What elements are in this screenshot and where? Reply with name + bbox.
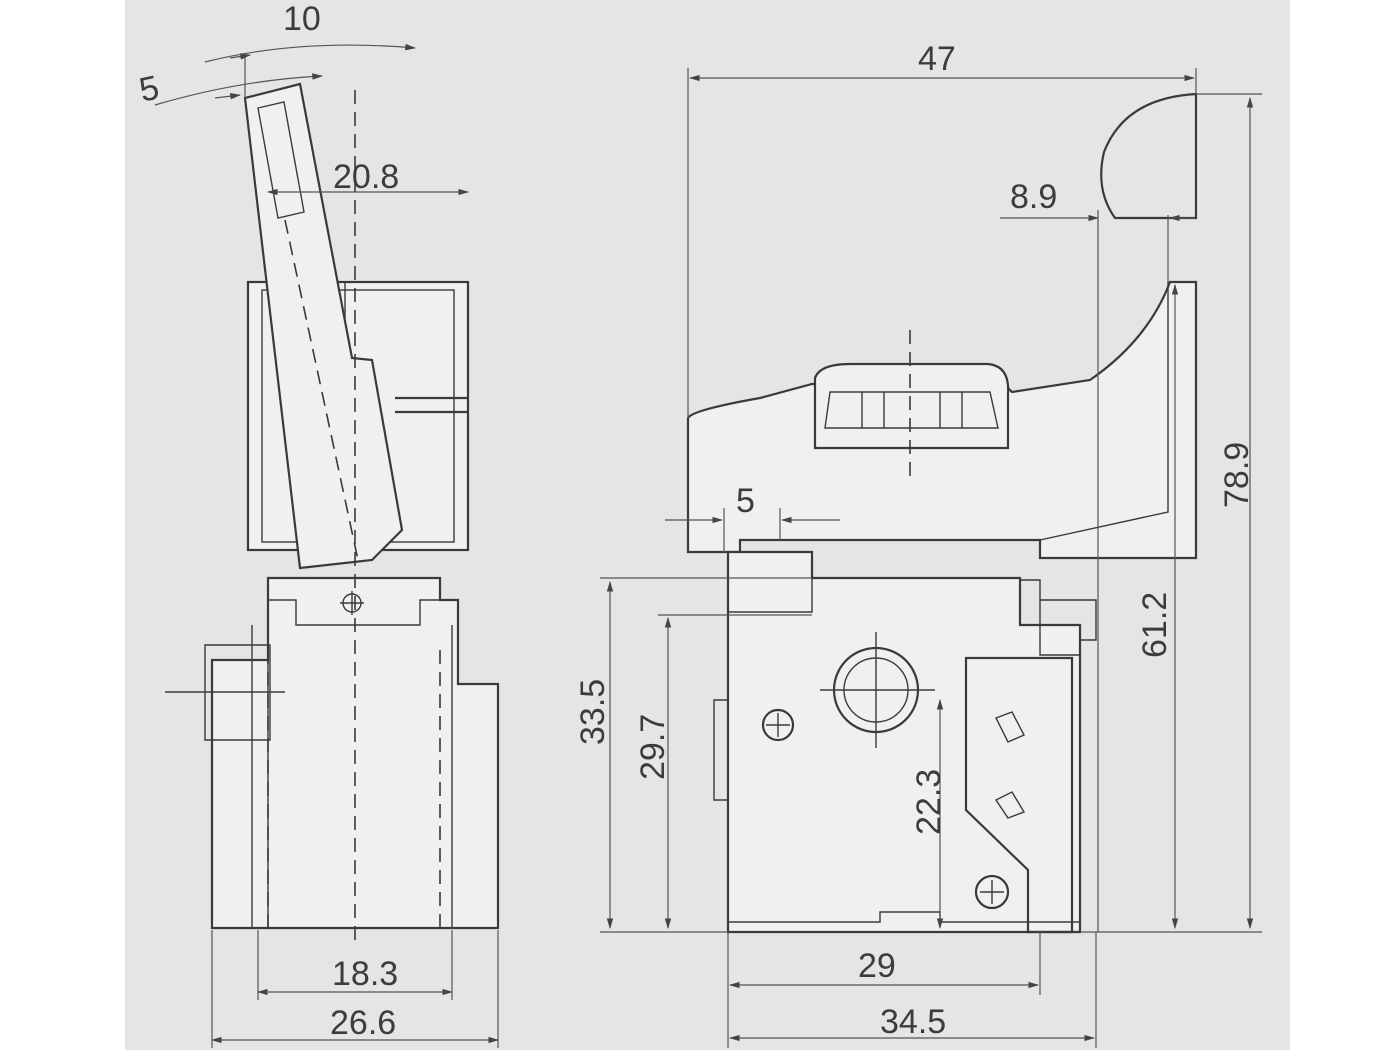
screw-icon — [761, 708, 795, 742]
speed-wheel — [813, 362, 1010, 450]
side-view: 10 5 20.8 18.3 26.6 — [136, 0, 500, 1048]
dim-right-body-height: 61.2 — [1136, 592, 1174, 658]
dim-left-top-width: 20.8 — [333, 158, 399, 196]
dim-right-total-height: 78.9 — [1218, 442, 1256, 508]
dim-left-inner-width: 18.3 — [332, 955, 398, 993]
dim-right-height-c: 22.3 — [910, 769, 948, 835]
trigger-lever — [243, 82, 404, 570]
dim-right-height-a: 33.5 — [574, 679, 612, 745]
dim-right-trigger-depth: 8.9 — [1010, 178, 1057, 216]
dim-right-small-offset: 5 — [736, 482, 755, 520]
front-view: 47 8.9 5 78.9 61.2 33.5 29.7 22.3 29 34.… — [574, 40, 1262, 1048]
dim-left-overall-width: 26.6 — [330, 1004, 396, 1042]
trigger-tip — [1100, 92, 1198, 220]
screw-icon — [974, 874, 1010, 910]
dim-left-angle-inner: 5 — [136, 69, 162, 110]
dim-right-bottom-overall: 34.5 — [880, 1003, 946, 1041]
dim-left-angle-outer: 10 — [283, 0, 321, 38]
switch-body — [726, 550, 1082, 934]
dim-right-height-b: 29.7 — [634, 714, 672, 780]
dim-right-bottom-inner: 29 — [858, 947, 896, 985]
dim-right-overall-width: 47 — [918, 40, 956, 78]
terminal-plate — [964, 656, 1074, 934]
